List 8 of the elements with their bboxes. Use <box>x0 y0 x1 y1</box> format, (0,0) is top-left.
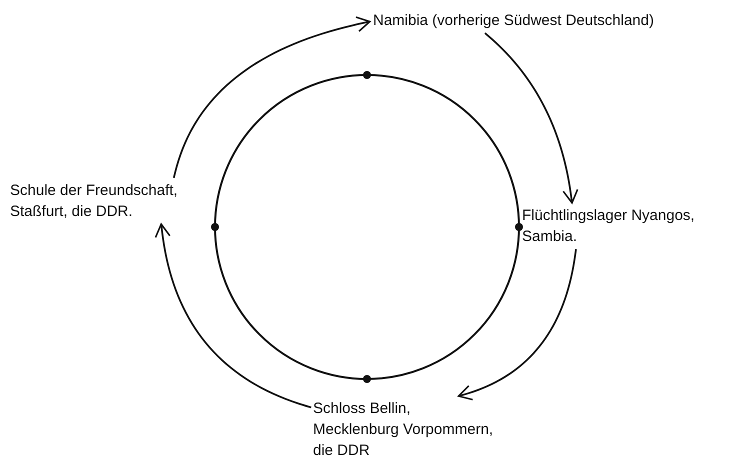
curved-arrow <box>154 223 312 408</box>
place-label: Namibia (vorherige Südwest Deutschland) <box>373 11 654 31</box>
place-label: Schule der Freundschaft, Staßfurt, die DDR. <box>10 181 179 222</box>
place-label: Flüchtlingslager Nyangos, Sambia. <box>522 206 696 247</box>
curved-arrow <box>172 16 371 178</box>
place-label: Schloss Bellin, Mecklenburg Vorpommern, die DDR <box>313 399 494 461</box>
curved-arrow <box>484 32 578 204</box>
curved-arrow <box>458 248 577 400</box>
